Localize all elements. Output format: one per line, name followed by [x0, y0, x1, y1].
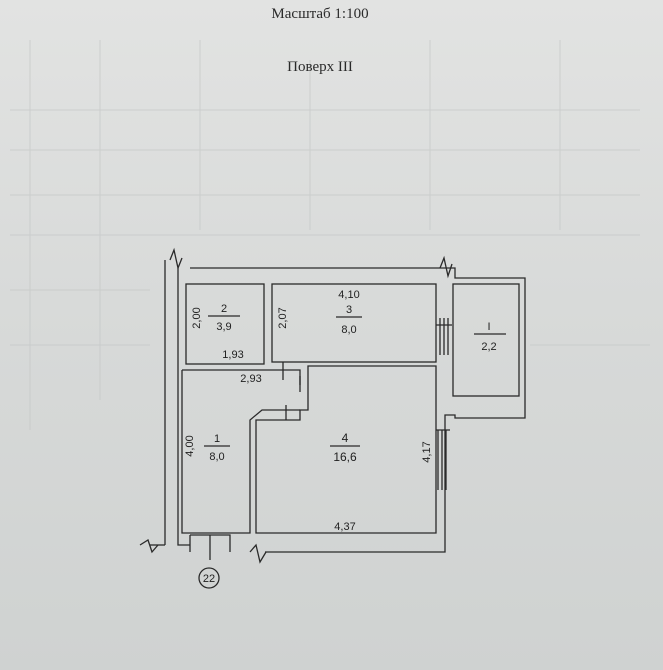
room-1-outline	[181, 369, 301, 534]
room-1-area: 8,0	[209, 451, 224, 463]
inner-wall-left	[177, 268, 190, 546]
room-2-outline	[185, 283, 265, 365]
entry-door-mark	[189, 534, 231, 560]
room-i-number: I	[487, 321, 490, 333]
break-mark-top-left	[169, 247, 183, 271]
outer-wall-right	[190, 267, 526, 553]
room-2-dim: 2,00	[191, 307, 203, 328]
scale-title: Масштаб 1:100	[271, 6, 369, 22]
room-2-area: 3,9	[216, 321, 231, 333]
room-i-outline	[452, 283, 520, 397]
room-3-outline	[271, 283, 437, 363]
window-room-3	[436, 318, 452, 355]
window-room-4	[436, 429, 450, 490]
room-1-number: 1	[214, 433, 220, 445]
room-4-area: 16,6	[333, 450, 357, 464]
room-3-dim-width: 4,10	[338, 289, 359, 301]
building-number-circle	[198, 567, 220, 589]
room-i-area: 2,2	[481, 341, 496, 353]
room-3-number: 3	[346, 304, 352, 316]
room-1-dim-height: 4,00	[184, 435, 196, 456]
room-2-number: 2	[221, 303, 227, 315]
room-1-dim-width: 1,93	[222, 349, 243, 361]
building-number: 22	[203, 573, 215, 585]
room-3-area: 8,0	[341, 324, 356, 336]
floor-title: Поверх III	[287, 59, 353, 75]
room-3-dim-height: 2,07	[277, 307, 289, 328]
corridor-dim: 2,93	[240, 373, 261, 385]
room-4-dim-width: 4,37	[334, 521, 355, 533]
break-mark-top-right	[439, 255, 453, 279]
room-4-dim-height: 4,17	[421, 441, 433, 462]
break-mark-bottom-left	[139, 539, 159, 554]
partition-ticks	[282, 362, 301, 420]
break-mark-bottom	[249, 543, 267, 564]
room-4-outline	[255, 365, 437, 534]
room-4-number: 4	[342, 431, 349, 445]
